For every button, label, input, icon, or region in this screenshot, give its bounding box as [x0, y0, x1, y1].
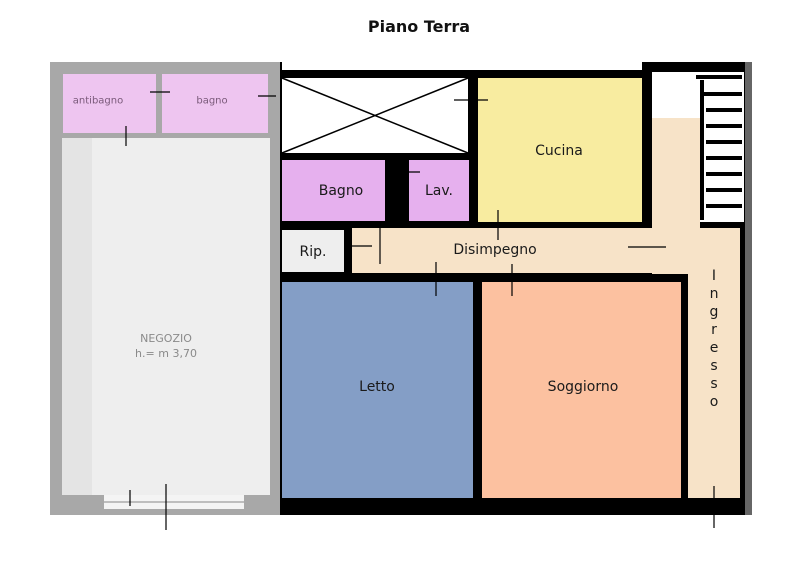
antibagno-label: antibagno	[72, 95, 124, 107]
letto-room	[282, 282, 473, 498]
bagno-label: Bagno	[318, 183, 364, 199]
bagno-small-label: bagno	[196, 95, 228, 107]
ingresso-letter: g	[709, 304, 719, 320]
ingresso-letter: s	[710, 376, 718, 392]
disimpegno-corridor	[352, 228, 642, 273]
soggiorno-room	[482, 282, 681, 498]
ingresso-letter: s	[710, 358, 718, 374]
ripostiglio-room	[282, 230, 344, 272]
antibagno-room	[63, 74, 156, 133]
lav-room	[409, 160, 469, 221]
ingresso-letter: o	[709, 394, 719, 410]
rip-label: Rip.	[299, 244, 327, 260]
wall-gap	[282, 62, 642, 70]
bagno-small-room	[162, 74, 268, 133]
door-marks	[125, 91, 715, 530]
ingresso-letter: I	[711, 268, 717, 284]
negozio-name: NEGOZIO	[140, 332, 192, 345]
bagno-room	[282, 160, 385, 221]
plan-title: Piano Terra	[367, 17, 471, 36]
wall-gap	[745, 62, 753, 515]
cucina-room	[478, 78, 642, 222]
negozio-label: NEGOZIO h.= m 3,70	[135, 331, 197, 361]
letto-label: Letto	[359, 379, 395, 395]
negozio-height: h.= m 3,70	[135, 347, 197, 360]
ingresso-letter: r	[711, 322, 717, 338]
ingresso-letter: n	[709, 286, 719, 302]
ingresso-corridor-join	[642, 228, 740, 273]
shop-floor	[62, 138, 270, 495]
cucina-label: Cucina	[535, 143, 583, 159]
lav-room-gap	[386, 160, 408, 221]
ingresso-letter: e	[709, 340, 719, 356]
stair-steps	[696, 75, 742, 220]
lav-label: Lav.	[424, 183, 454, 199]
soggiorno-label: Soggiorno	[547, 379, 619, 395]
shop-floor-shade	[62, 138, 92, 495]
disimpegno-label: Disimpegno	[453, 242, 537, 258]
